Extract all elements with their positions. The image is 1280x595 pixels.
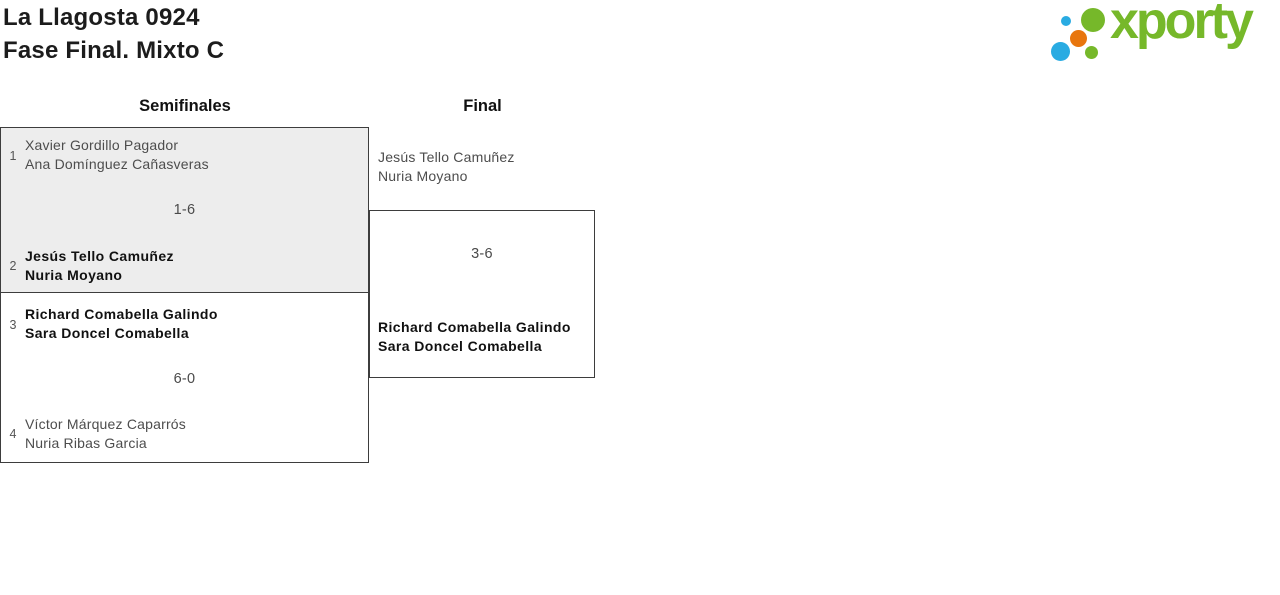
final-team-bottom: Richard Comabella Galindo Sara Doncel Co… xyxy=(378,318,571,356)
seed-number: 2 xyxy=(9,259,17,273)
match-final[interactable]: 3-6 Richard Comabella Galindo Sara Donce… xyxy=(369,210,595,378)
logo-dot-orange-icon xyxy=(1070,30,1087,47)
player-name: Ana Domínguez Cañasveras xyxy=(25,156,209,172)
player-name: Nuria Moyano xyxy=(378,168,468,184)
match-semifinal-1[interactable]: 1 Xavier Gordillo Pagador Ana Domínguez … xyxy=(0,127,369,293)
tournament-name: La Llagosta 0924 xyxy=(3,4,200,31)
player-name: Víctor Márquez Caparrós xyxy=(25,416,186,432)
team-names: Víctor Márquez Caparrós Nuria Ribas Garc… xyxy=(25,415,186,453)
seed-number: 4 xyxy=(9,427,17,441)
player-name: Jesús Tello Camuñez xyxy=(25,248,174,264)
final-team-top: Jesús Tello Camuñez Nuria Moyano xyxy=(378,148,515,186)
seed-number: 1 xyxy=(9,149,17,163)
player-name: Sara Doncel Comabella xyxy=(378,338,543,354)
team-names: Xavier Gordillo Pagador Ana Domínguez Ca… xyxy=(25,136,209,174)
match-score: 1-6 xyxy=(173,202,196,218)
xporty-logo[interactable]: xporty xyxy=(1048,0,1276,72)
logo-wordmark: xporty xyxy=(1110,0,1254,50)
player-name: Richard Comabella Galindo xyxy=(25,306,218,322)
round-label-semifinals: Semifinales xyxy=(139,97,231,115)
logo-dot-blue-large-icon xyxy=(1051,42,1070,61)
page-title: La Llagosta 0924 Fase Final. Mixto C xyxy=(3,1,224,67)
round-label-final: Final xyxy=(463,97,502,115)
player-name: Richard Comabella Galindo xyxy=(378,319,571,335)
match-score: 3-6 xyxy=(471,246,493,262)
match-semifinal-2[interactable]: 3 Richard Comabella Galindo Sara Doncel … xyxy=(0,292,369,463)
phase-category: Fase Final. Mixto C xyxy=(3,37,225,64)
seed-number: 3 xyxy=(9,318,17,332)
player-name: Jesús Tello Camuñez xyxy=(378,149,515,165)
team-names: Richard Comabella Galindo Sara Doncel Co… xyxy=(25,305,218,343)
logo-dot-green-small-icon xyxy=(1085,46,1098,59)
player-name: Nuria Moyano xyxy=(25,267,123,283)
logo-dot-blue-small-icon xyxy=(1061,16,1071,26)
player-name: Xavier Gordillo Pagador xyxy=(25,137,179,153)
team-names: Jesús Tello Camuñez Nuria Moyano xyxy=(25,247,174,285)
player-name: Nuria Ribas Garcia xyxy=(25,435,147,451)
match-score: 6-0 xyxy=(173,371,196,387)
logo-dot-green-large-icon xyxy=(1081,8,1105,32)
player-name: Sara Doncel Comabella xyxy=(25,325,190,341)
